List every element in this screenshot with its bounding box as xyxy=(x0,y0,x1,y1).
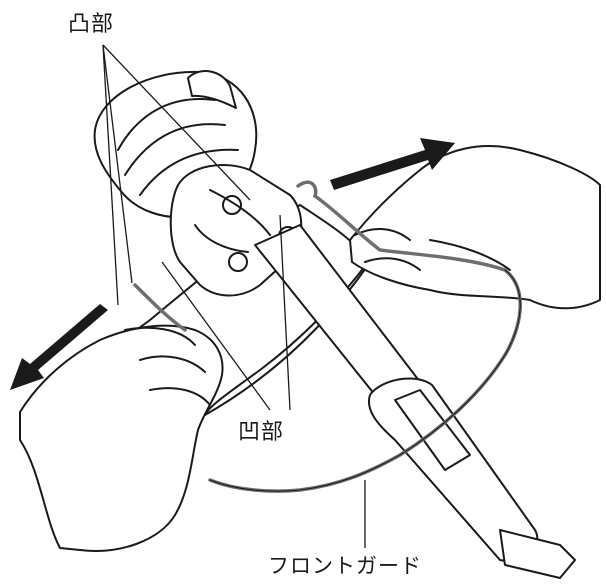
left-hand-finger xyxy=(124,326,211,406)
clamp-bolt-bottom xyxy=(228,252,248,272)
leader-concave-b xyxy=(279,214,291,411)
gear-head-ridge xyxy=(117,98,239,196)
arrow-left xyxy=(10,304,108,390)
arrow-right xyxy=(330,138,455,190)
clamp-bracket xyxy=(194,189,271,253)
left-hand xyxy=(19,324,224,552)
label-front-guard: フロントガード xyxy=(268,554,422,578)
label-concave: 凹部 xyxy=(238,420,285,445)
leader-convex-b xyxy=(102,44,251,201)
front-guard-wire-outline xyxy=(209,269,521,492)
right-hand xyxy=(349,145,601,310)
leader-convex-c xyxy=(102,44,133,284)
gear-head-cap xyxy=(187,70,237,109)
leader-concave-a xyxy=(161,261,271,411)
handle-grip-inset xyxy=(394,389,471,471)
label-convex: 凸部 xyxy=(68,12,115,37)
shaft-end xyxy=(499,529,576,579)
leader-convex-a xyxy=(102,44,119,306)
